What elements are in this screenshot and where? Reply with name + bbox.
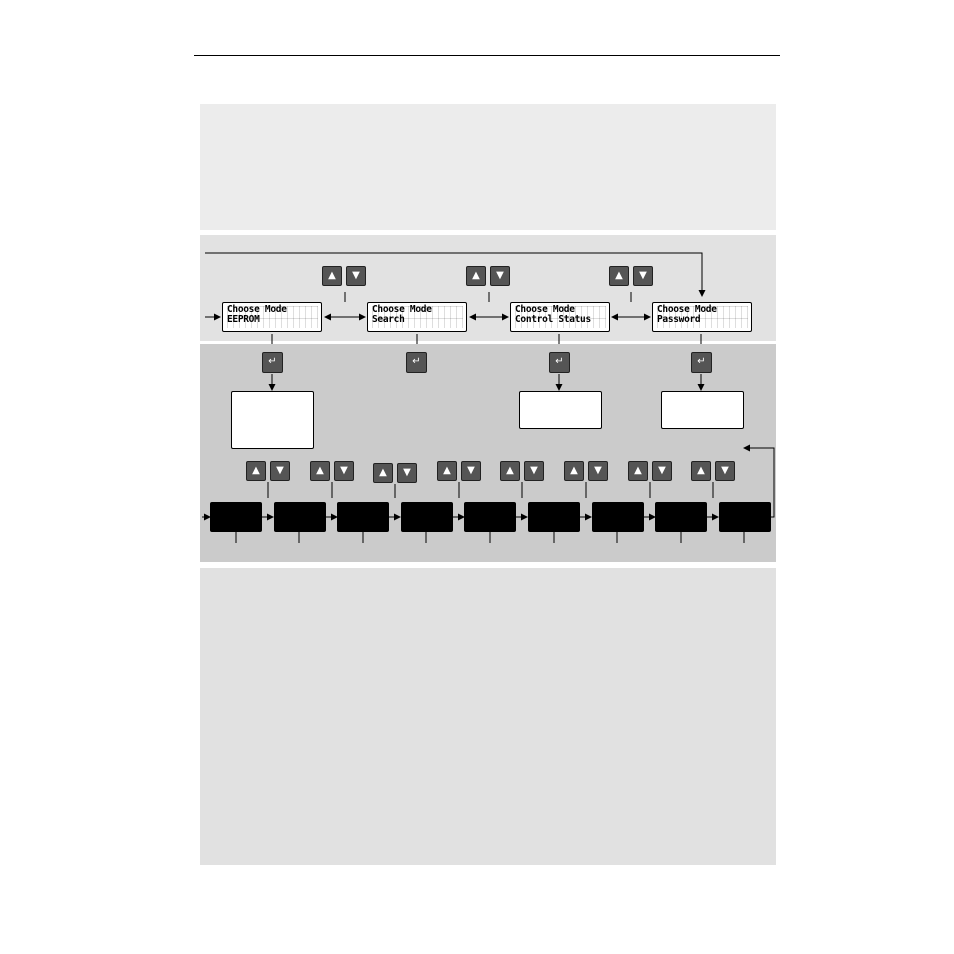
down-arrow-key[interactable]: ▼	[461, 461, 481, 481]
up-arrow-key[interactable]: ▲	[564, 461, 584, 481]
down-arrow-key[interactable]: ▼	[397, 463, 417, 483]
up-arrow-key[interactable]: ▲	[246, 461, 266, 481]
bottom-band	[200, 568, 776, 865]
up-arrow-key[interactable]: ▲	[437, 461, 457, 481]
up-arrow-key[interactable]: ▲	[310, 461, 330, 481]
down-arrow-key[interactable]: ▼	[334, 461, 354, 481]
enter-key[interactable]: ↵	[262, 352, 283, 373]
down-arrow-key[interactable]: ▼	[490, 266, 510, 286]
lcd-line-2: Password	[657, 314, 701, 325]
submenu-display-1	[210, 502, 262, 532]
lcd-line-1: Choose Mode	[657, 304, 717, 315]
down-arrow-key[interactable]: ▼	[524, 461, 544, 481]
enter-key[interactable]: ↵	[691, 352, 712, 373]
submenu-display-6	[528, 502, 580, 532]
enter-key[interactable]: ↵	[406, 352, 427, 373]
lcd-password: Choose Mode Password	[652, 302, 752, 332]
up-arrow-key[interactable]: ▲	[322, 266, 342, 286]
eeprom-submenu-box	[231, 391, 314, 449]
up-arrow-key[interactable]: ▲	[373, 463, 393, 483]
enter-key[interactable]: ↵	[549, 352, 570, 373]
submenu-display-4	[401, 502, 453, 532]
lcd-search: Choose Mode Search	[367, 302, 467, 332]
lcd-pixel-grid	[227, 306, 318, 328]
lcd-line-1: Choose Mode	[227, 304, 287, 315]
lcd-pixel-grid	[515, 306, 606, 328]
header-rule	[194, 55, 780, 56]
lcd-line-2: Search	[372, 314, 405, 325]
submenu-display-3	[337, 502, 389, 532]
lcd-line-2: EEPROM	[227, 314, 260, 325]
down-arrow-key[interactable]: ▼	[346, 266, 366, 286]
submenu-display-2	[274, 502, 326, 532]
down-arrow-key[interactable]: ▼	[270, 461, 290, 481]
up-arrow-key[interactable]: ▲	[628, 461, 648, 481]
lcd-eeprom: Choose Mode EEPROM	[222, 302, 322, 332]
submenu-display-7	[592, 502, 644, 532]
submenu-display-5	[464, 502, 516, 532]
control-status-box	[519, 391, 602, 429]
up-arrow-key[interactable]: ▲	[466, 266, 486, 286]
submenu-display-9	[719, 502, 771, 532]
down-arrow-key[interactable]: ▼	[652, 461, 672, 481]
up-arrow-key[interactable]: ▲	[500, 461, 520, 481]
lcd-line-1: Choose Mode	[515, 304, 575, 315]
password-box	[661, 391, 744, 429]
up-arrow-key[interactable]: ▲	[609, 266, 629, 286]
lcd-pixel-grid	[657, 306, 748, 328]
lcd-line-1: Choose Mode	[372, 304, 432, 315]
down-arrow-key[interactable]: ▼	[633, 266, 653, 286]
submenu-display-8	[655, 502, 707, 532]
lcd-pixel-grid	[372, 306, 463, 328]
lcd-control-status: Choose Mode Control Status	[510, 302, 610, 332]
top-band	[200, 104, 776, 230]
down-arrow-key[interactable]: ▼	[588, 461, 608, 481]
down-arrow-key[interactable]: ▼	[715, 461, 735, 481]
lcd-line-2: Control Status	[515, 314, 591, 325]
up-arrow-key[interactable]: ▲	[691, 461, 711, 481]
